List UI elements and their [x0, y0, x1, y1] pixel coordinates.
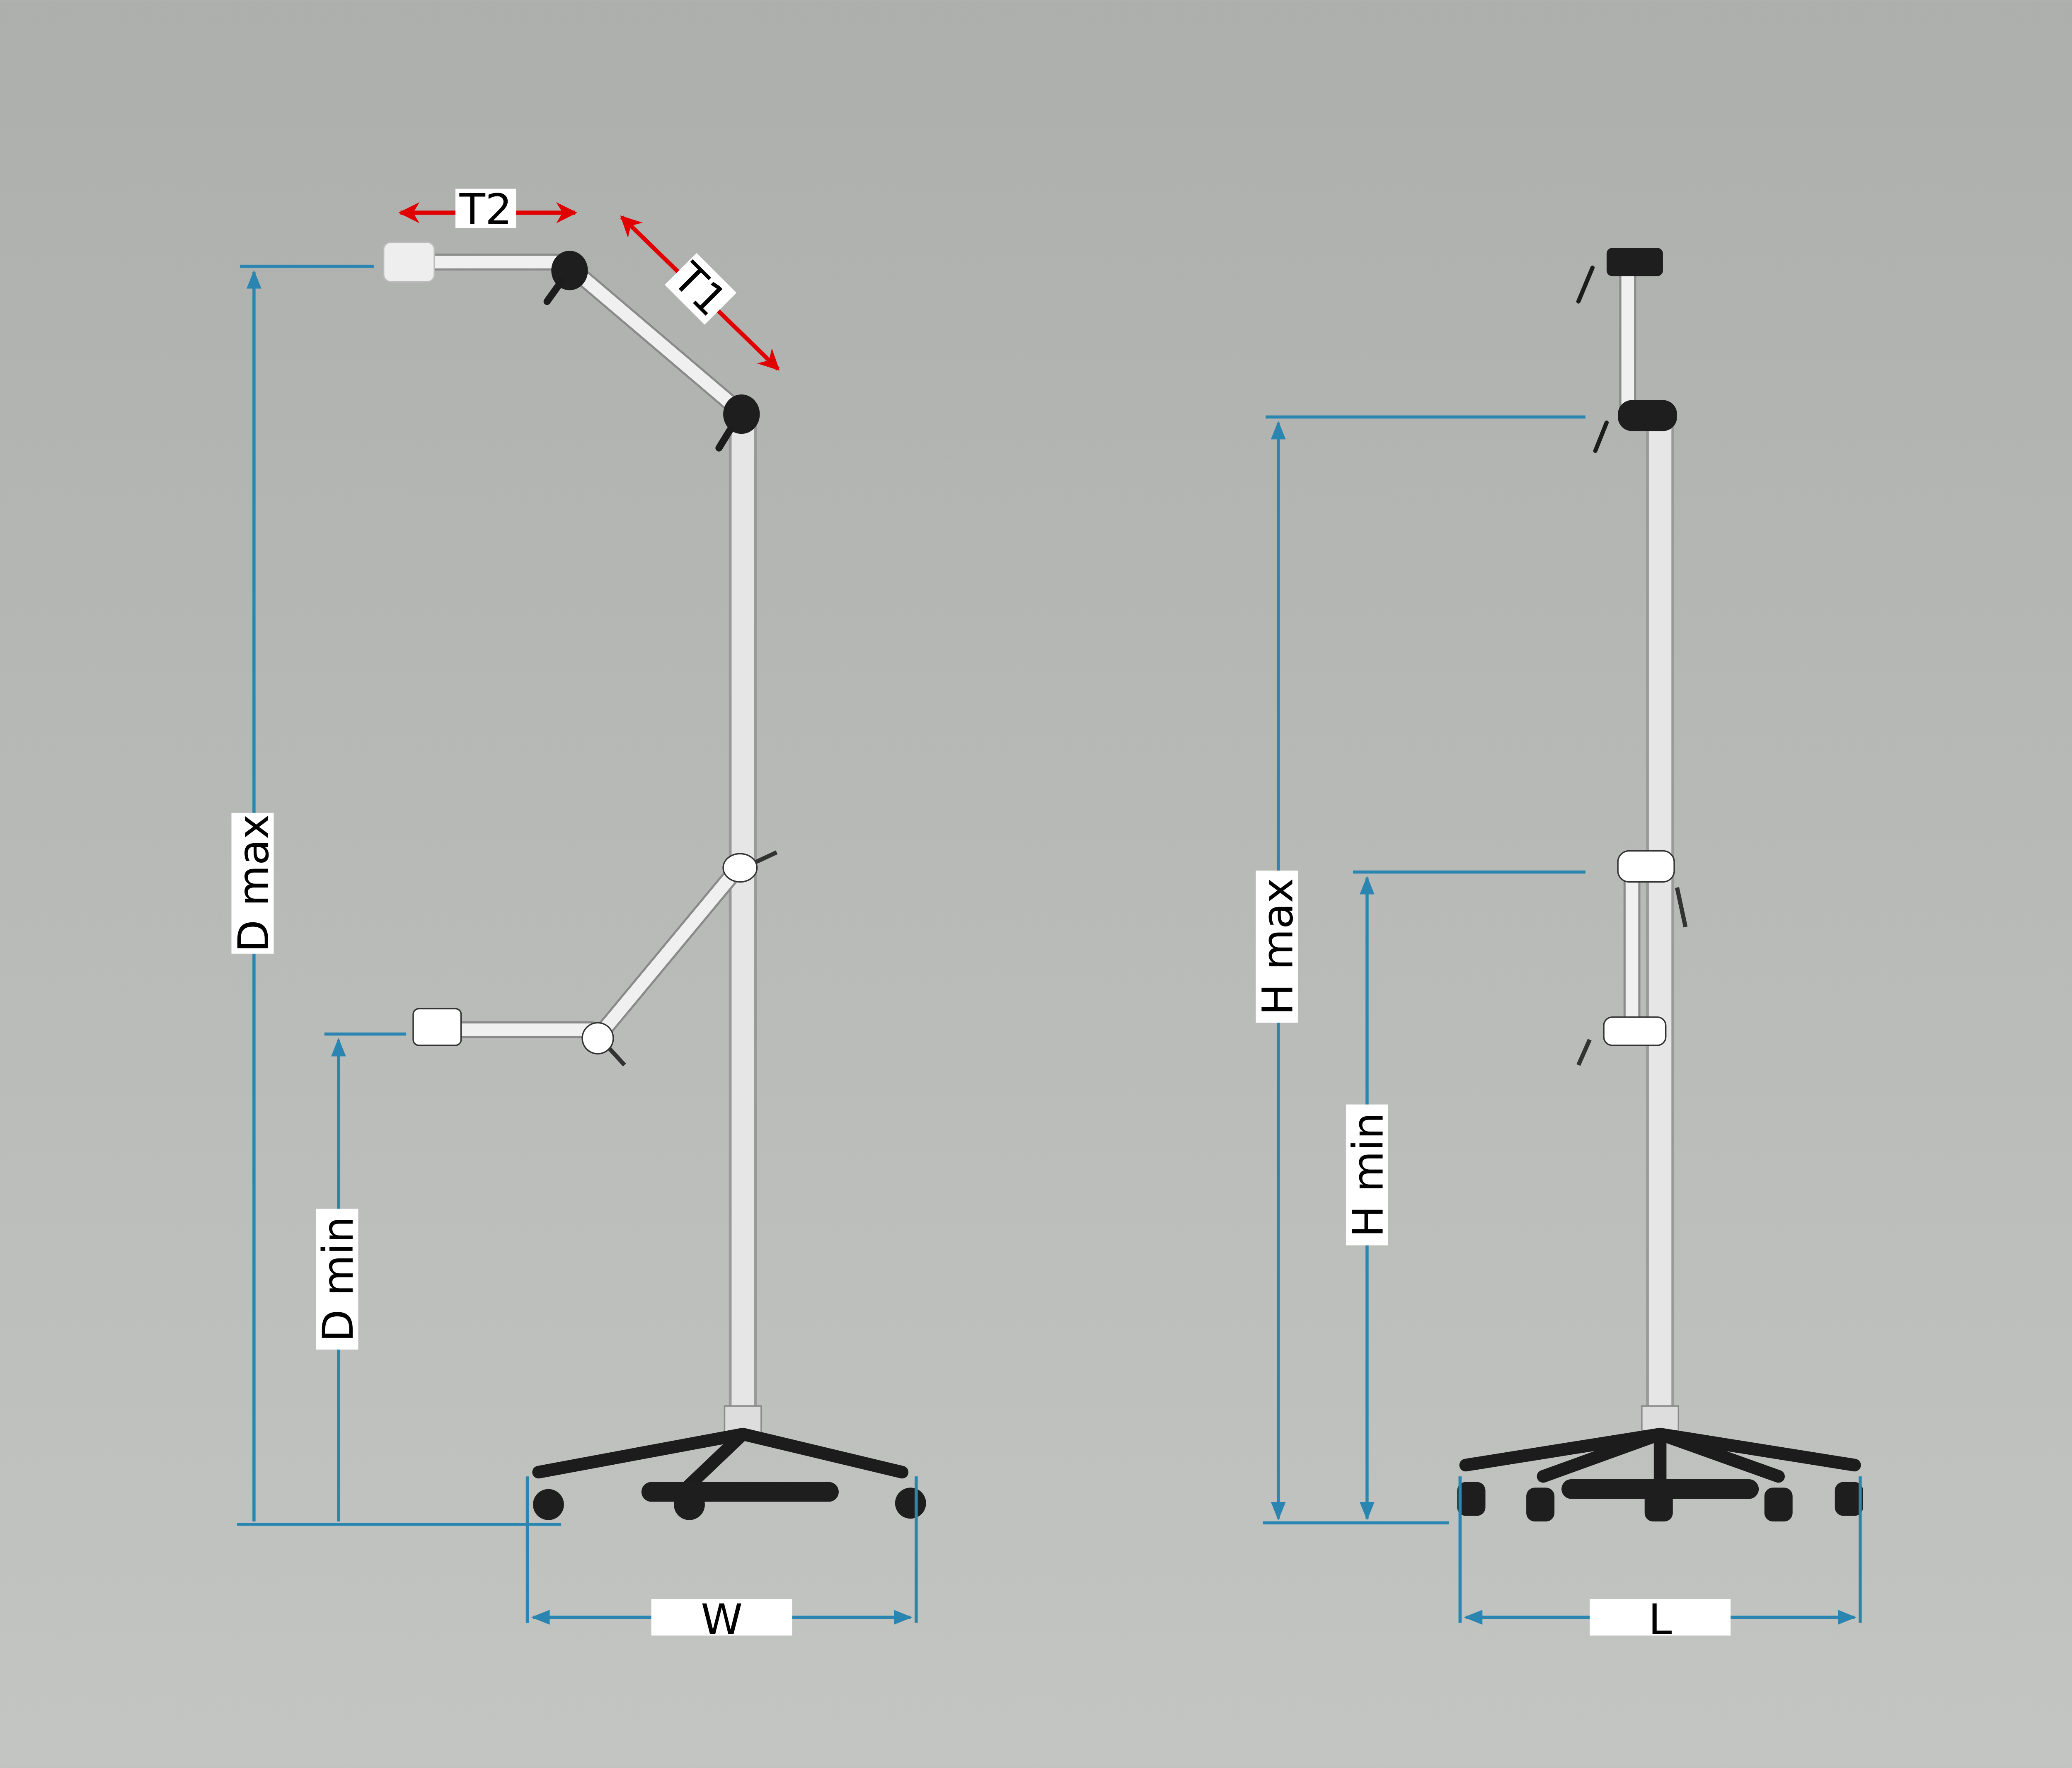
caster-wheel: [1764, 1487, 1793, 1521]
svg-text:T2: T2: [459, 185, 512, 235]
label-h-min: H min: [1343, 1104, 1393, 1246]
label-l: L: [1590, 1595, 1731, 1645]
device-mount-top: [1606, 248, 1663, 276]
device-mount-top: [383, 242, 435, 283]
svg-text:D min: D min: [314, 1217, 363, 1342]
caster-wheel: [895, 1487, 926, 1519]
joint-knob: [1618, 400, 1677, 431]
label-d-max: D max: [229, 813, 278, 954]
label-w: W: [651, 1595, 792, 1645]
svg-text:H max: H max: [1254, 878, 1303, 1015]
side-view-dimensions: [237, 202, 918, 1625]
caster-wheel: [674, 1489, 705, 1520]
caster-wheel: [533, 1489, 564, 1520]
joint-knob: [723, 394, 760, 434]
svg-text:D max: D max: [229, 814, 278, 952]
front-view-dimensions: [1263, 415, 1862, 1625]
caster-wheel: [1644, 1487, 1673, 1521]
device-mount-low: [412, 1008, 462, 1046]
caster-wheel: [1526, 1487, 1555, 1521]
label-h-max: H max: [1254, 871, 1303, 1023]
label-d-min: D min: [314, 1209, 363, 1350]
caster-wheel: [1835, 1482, 1863, 1516]
caster-wheel: [1457, 1482, 1486, 1516]
front-view-stand: [1457, 248, 1863, 1521]
side-view-stand: [383, 242, 926, 1520]
svg-text:W: W: [701, 1595, 743, 1645]
svg-text:H min: H min: [1343, 1113, 1393, 1237]
device-mount-low: [1603, 1016, 1667, 1046]
joint-knob: [581, 1022, 614, 1055]
label-t2: T2: [455, 185, 516, 235]
svg-text:L: L: [1648, 1595, 1672, 1645]
